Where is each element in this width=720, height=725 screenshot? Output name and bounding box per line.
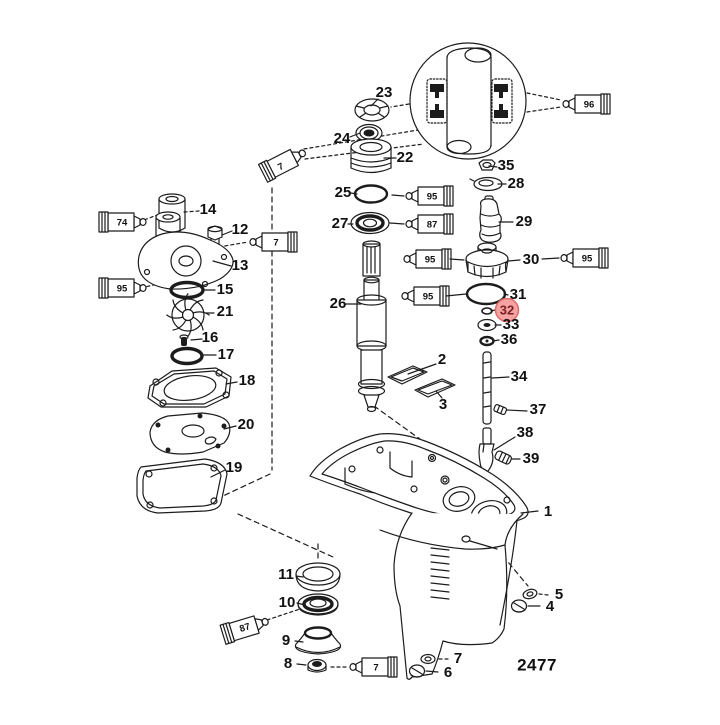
part-6-screw xyxy=(408,664,426,678)
callout-labels: 1 2 3 4 5 6 7 8 9 10 11 12 13 14 15 16 1… xyxy=(200,84,564,681)
callout-4[interactable]: 4 xyxy=(546,598,555,615)
callout-20[interactable]: 20 xyxy=(238,416,255,433)
callout-6[interactable]: 6 xyxy=(444,664,452,681)
tube-87-diagonal-label: 87 xyxy=(238,621,251,635)
part-18-face-plate xyxy=(147,367,232,408)
callout-3[interactable]: 3 xyxy=(439,396,447,413)
inset-needle-bearing-right xyxy=(491,78,513,124)
water-intake-hatch xyxy=(430,547,450,600)
callout-leader-lines xyxy=(183,98,560,673)
callout-12[interactable]: 12 xyxy=(232,221,249,238)
part-30-bearing-carrier xyxy=(465,242,509,279)
callout-8[interactable]: 8 xyxy=(284,655,292,672)
tube-7-top-label: 7 xyxy=(273,238,278,249)
callout-18[interactable]: 18 xyxy=(239,372,256,389)
part-35-nut xyxy=(478,159,496,171)
callout-32-highlight[interactable]: 32 xyxy=(494,297,520,323)
callout-19[interactable]: 19 xyxy=(226,459,243,476)
part-13-water-pump-base xyxy=(137,211,234,290)
callout-13[interactable]: 13 xyxy=(232,257,249,274)
part-34-shift-shaft xyxy=(482,351,492,445)
part-4-screw xyxy=(510,599,528,613)
callout-1[interactable]: 1 xyxy=(544,503,552,520)
part-11-bearing-race xyxy=(295,562,341,592)
callout-11[interactable]: 11 xyxy=(278,566,294,583)
callout-17[interactable]: 17 xyxy=(218,346,235,363)
callout-28[interactable]: 28 xyxy=(508,175,525,192)
callout-34[interactable]: 34 xyxy=(511,368,528,385)
part-1-gear-housing xyxy=(309,433,529,680)
callout-23[interactable]: 23 xyxy=(376,84,393,101)
tube-7-bottom-label: 7 xyxy=(373,663,378,674)
inset-needle-bearing-left xyxy=(426,78,448,124)
inset-driveshaft xyxy=(446,47,492,155)
callout-22[interactable]: 22 xyxy=(397,149,414,166)
part-9-seal-cup xyxy=(294,626,342,655)
part-22-gear-assembly xyxy=(350,138,392,174)
part-15-seal xyxy=(169,280,205,300)
callout-38[interactable]: 38 xyxy=(517,424,534,441)
callout-30[interactable]: 30 xyxy=(523,251,540,268)
tube-labels: 96 74 7 7 95 95 87 95 95 95 87 7 xyxy=(117,100,595,674)
part-39-spring-pin xyxy=(494,450,512,465)
callout-37[interactable]: 37 xyxy=(530,401,547,418)
part-19-gasket xyxy=(136,458,228,514)
part-28-seal-cap xyxy=(469,176,503,192)
part-26-driveshaft xyxy=(356,240,387,413)
part-21-impeller xyxy=(166,293,210,337)
callout-24[interactable]: 24 xyxy=(334,130,351,147)
figure-number: 2477 xyxy=(517,655,557,674)
callout-14[interactable]: 14 xyxy=(200,201,217,218)
callout-5[interactable]: 5 xyxy=(555,586,563,603)
callout-35[interactable]: 35 xyxy=(498,157,515,174)
part-16-key xyxy=(179,334,189,346)
part-23-bearing xyxy=(354,98,390,122)
tube-95-near-25-label: 95 xyxy=(427,192,438,203)
part-37-pin xyxy=(493,404,508,416)
callout-15[interactable]: 15 xyxy=(217,281,234,298)
callout-16[interactable]: 16 xyxy=(202,329,219,346)
callout-39[interactable]: 39 xyxy=(523,450,540,467)
part-5-washer xyxy=(522,588,538,600)
callout-9[interactable]: 9 xyxy=(282,632,290,649)
tube-87-near-27-label: 87 xyxy=(427,220,438,231)
part-20-gasket xyxy=(149,412,231,455)
detail-inset-circle xyxy=(409,42,527,160)
part-14-sleeve xyxy=(158,193,186,233)
part-8-nut xyxy=(307,658,327,673)
tube-95-left-label: 95 xyxy=(117,284,128,295)
callout-31[interactable]: 31 xyxy=(510,286,527,303)
part-33-washer xyxy=(477,318,497,332)
callout-33[interactable]: 33 xyxy=(503,316,520,333)
part-10-tapered-bearing xyxy=(297,593,339,616)
part-17-oring xyxy=(170,346,204,366)
tube-7-diagonal xyxy=(257,142,311,183)
tube-74-label: 74 xyxy=(117,218,128,229)
part-3-shim xyxy=(414,378,456,398)
callout-32[interactable]: 32 xyxy=(500,302,514,317)
callout-2[interactable]: 2 xyxy=(438,351,446,368)
highlight-circle[interactable] xyxy=(494,297,520,323)
part-25-oring xyxy=(353,184,389,204)
part-27-oil-seal xyxy=(350,211,390,235)
callout-10[interactable]: 10 xyxy=(279,594,296,611)
part-29-shift-cam xyxy=(479,195,502,243)
tube-96-label: 96 xyxy=(584,100,595,111)
tube-95-near-30-label: 95 xyxy=(425,255,436,266)
callout-21[interactable]: 21 xyxy=(217,303,234,320)
callout-25[interactable]: 25 xyxy=(335,184,352,201)
callout-7[interactable]: 7 xyxy=(454,650,462,667)
callout-26[interactable]: 26 xyxy=(330,295,347,312)
callout-27[interactable]: 27 xyxy=(332,215,349,232)
tube-95-right-label: 95 xyxy=(582,254,593,265)
callout-29[interactable]: 29 xyxy=(516,213,533,230)
tube-7-diagonal-label: 7 xyxy=(276,161,286,173)
tube-95-near-31-label: 95 xyxy=(423,292,434,303)
part-7-washer xyxy=(420,653,436,665)
callout-36[interactable]: 36 xyxy=(501,331,518,348)
part-36-fitting xyxy=(479,335,495,347)
